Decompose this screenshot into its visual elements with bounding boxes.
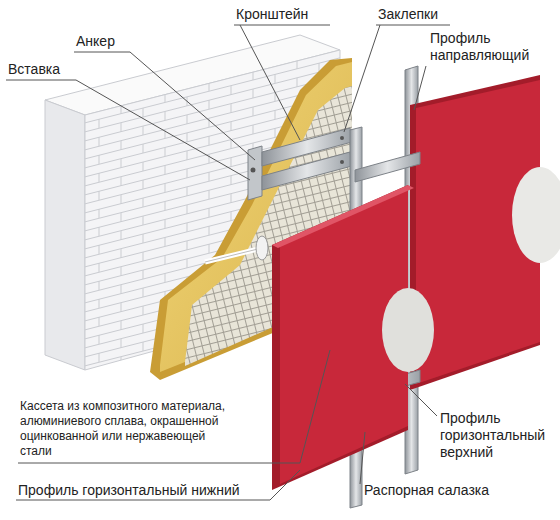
bracket bbox=[262, 152, 352, 190]
part-label: Вставка bbox=[8, 61, 60, 78]
rivet bbox=[340, 160, 344, 164]
cassette-cutout bbox=[512, 167, 560, 263]
part-label: Профиль горизонтальный верхний bbox=[440, 410, 555, 461]
leader-line bbox=[18, 350, 330, 463]
leader-line bbox=[414, 66, 426, 110]
leader-line bbox=[16, 470, 300, 500]
dowel bbox=[205, 248, 262, 262]
leader-lines bbox=[6, 25, 450, 500]
part-label: Кассета из композитного материала, алюми… bbox=[20, 399, 235, 459]
horizontal-profile bbox=[355, 152, 420, 182]
wall-side bbox=[45, 100, 85, 370]
anchor bbox=[251, 168, 256, 173]
part-label: Заклепки bbox=[378, 6, 438, 23]
part-label: Профиль горизонтальный нижний bbox=[18, 482, 240, 499]
cassette-cutout bbox=[382, 288, 434, 372]
dowel-disk bbox=[256, 236, 268, 260]
leader-line bbox=[234, 25, 330, 140]
part-label: Анкер bbox=[76, 33, 115, 50]
leader-line bbox=[360, 432, 365, 484]
leader-line bbox=[6, 80, 250, 180]
part-label: Распорная салазка bbox=[364, 482, 489, 499]
dowel bbox=[205, 248, 262, 262]
part-label: Профиль направляющий bbox=[430, 30, 555, 64]
cassette-fold bbox=[272, 185, 414, 248]
leader-line bbox=[405, 384, 437, 416]
leader-line bbox=[74, 52, 255, 160]
bracket-plate bbox=[248, 146, 262, 200]
rivet bbox=[340, 136, 344, 140]
part-label: Кронштейн bbox=[236, 6, 308, 23]
